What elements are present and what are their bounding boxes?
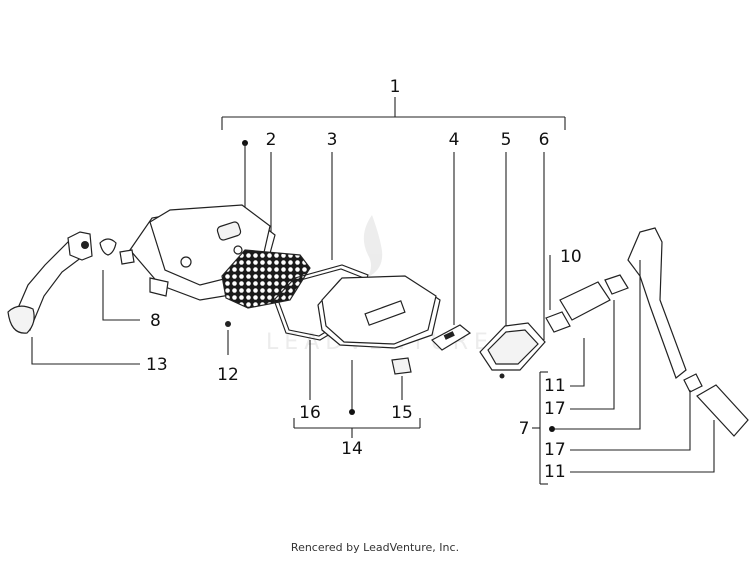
callout-1: 1 xyxy=(390,77,401,97)
intake-box xyxy=(479,322,546,379)
bracket-1 xyxy=(221,97,566,130)
callout-13: 13 xyxy=(146,355,168,375)
callout-17-top: 17 xyxy=(544,399,566,419)
intake-pipe-left xyxy=(7,231,117,334)
callout-6: 6 xyxy=(539,130,550,150)
callout-11-bottom: 11 xyxy=(544,462,566,482)
clip xyxy=(391,357,412,375)
filter-housing-rear xyxy=(119,204,276,301)
callout-17-bottom: 17 xyxy=(544,440,566,460)
leader-13 xyxy=(31,337,140,365)
callout-14: 14 xyxy=(341,439,363,459)
bracket-14 xyxy=(293,418,421,438)
callout-4: 4 xyxy=(449,130,460,150)
hose-clamp xyxy=(99,238,117,256)
callout-7: 7 xyxy=(519,419,530,439)
callout-3: 3 xyxy=(327,130,338,150)
callout-12: 12 xyxy=(217,365,239,385)
callout-15: 15 xyxy=(391,403,413,423)
callout-5: 5 xyxy=(501,130,512,150)
leader-8 xyxy=(102,270,140,321)
bracket-7 xyxy=(532,371,548,485)
callout-8: 8 xyxy=(150,311,161,331)
footer-credit: Rencered by LeadVenture, Inc. xyxy=(290,541,460,554)
filter-cover xyxy=(317,275,441,349)
callout-11-top: 11 xyxy=(544,376,566,396)
callout-16: 16 xyxy=(299,403,321,423)
screw xyxy=(225,321,231,327)
filter-mesh xyxy=(221,249,311,309)
callout-2: 2 xyxy=(266,130,277,150)
parts-diagram: LEADVENTURE 1 2 3 4 5 6 xyxy=(7,77,749,485)
intake-pipe-right xyxy=(545,227,749,437)
plate xyxy=(431,324,472,351)
callout-10: 10 xyxy=(560,247,582,267)
flame-logo-icon xyxy=(363,215,383,277)
